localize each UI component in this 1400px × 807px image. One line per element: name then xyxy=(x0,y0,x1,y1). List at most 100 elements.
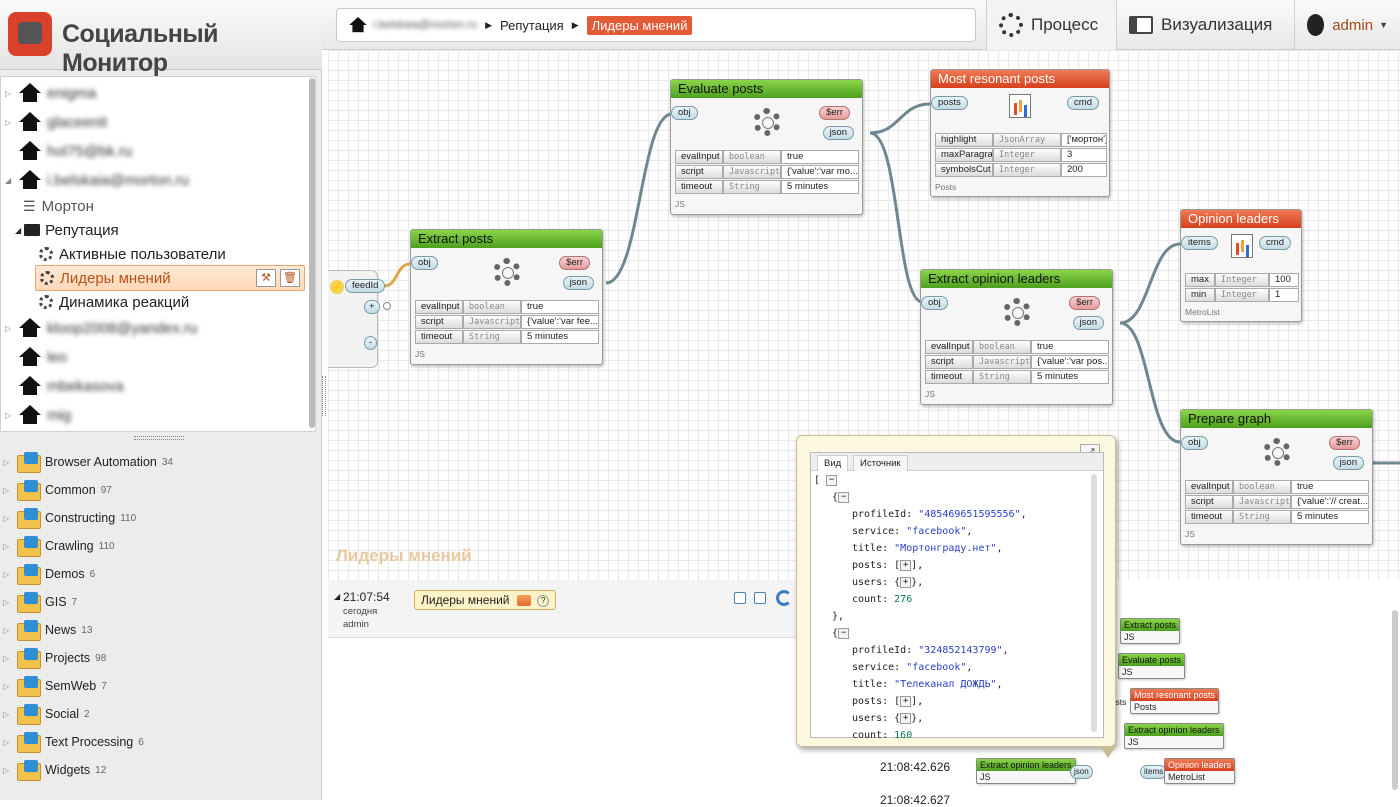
help-icon[interactable]: ? xyxy=(537,594,550,607)
tree-item-user[interactable]: mbekasova xyxy=(1,373,301,399)
tree-item-active-users[interactable]: Активные пользователи xyxy=(1,241,301,267)
tree-item-user[interactable]: leo xyxy=(1,344,301,370)
tree-item-reaction-dynamics[interactable]: Динамика реакций xyxy=(1,289,301,315)
tab-source[interactable]: Источник xyxy=(853,455,908,471)
history-tag[interactable]: Лидеры мнений ? xyxy=(414,590,557,610)
collapse-toggle[interactable]: − xyxy=(838,491,850,503)
collapse-triangle-icon[interactable]: ◢ xyxy=(334,592,341,601)
expand-toggle[interactable]: + xyxy=(900,712,912,724)
tree-item-reputation[interactable]: ◢Репутация xyxy=(15,221,119,239)
history-entry[interactable]: ◢ 21:07:54 сегодня admin Лидеры мнений ? xyxy=(328,580,800,638)
visualization-tab[interactable]: Визуализация xyxy=(1116,0,1294,50)
expand-toggle[interactable]: + xyxy=(900,695,912,707)
user-menu[interactable]: admin ▼ xyxy=(1294,0,1400,50)
tree-item-user-expanded[interactable]: ◢i.belskaia@morton.ru xyxy=(5,170,189,189)
expand-all-icon[interactable] xyxy=(734,592,746,604)
error-port[interactable]: $err xyxy=(1329,436,1360,450)
input-port-obj[interactable]: obj xyxy=(1181,436,1208,450)
output-port-json[interactable]: json xyxy=(562,276,594,290)
param-row[interactable]: maxParagraphInteger3 xyxy=(935,148,1107,162)
add-input-button[interactable]: + xyxy=(364,300,380,314)
canvas-drag-handle[interactable] xyxy=(322,376,326,416)
output-port-json[interactable]: json xyxy=(822,126,854,140)
input-port-posts[interactable]: posts xyxy=(931,96,968,110)
settings-tools-icon[interactable]: ⚒ xyxy=(256,269,276,287)
breadcrumb-user[interactable]: i.belskaia@morton.ru xyxy=(373,19,478,31)
output-port-cmd[interactable]: cmd xyxy=(1259,236,1291,250)
input-port-feed[interactable]: feedId xyxy=(345,279,386,293)
input-port-obj[interactable]: obj xyxy=(671,106,698,120)
tree-item-user[interactable]: ▷glaceenit xyxy=(5,112,108,131)
collapse-toggle[interactable]: − xyxy=(838,627,850,639)
tree-item-user[interactable]: ▷kloop2008@yandex.ru xyxy=(5,318,198,337)
tab-view[interactable]: Вид xyxy=(817,455,849,471)
process-tab[interactable]: Процесс xyxy=(986,0,1116,50)
expand-toggle[interactable]: + xyxy=(900,576,912,588)
home-icon[interactable] xyxy=(349,17,367,33)
remove-input-button[interactable]: - xyxy=(364,336,378,350)
expand-toggle[interactable]: + xyxy=(900,559,912,571)
tree-item-opinion-leaders[interactable]: Лидеры мнений ⚒ 🗑 xyxy=(35,265,305,291)
trash-icon[interactable]: 🗑 xyxy=(280,269,300,287)
tree-item-user[interactable]: hol75@bk.ru xyxy=(1,138,301,164)
log-scrollbar[interactable] xyxy=(1392,610,1398,790)
input-port-obj[interactable]: obj xyxy=(921,296,948,310)
splitter-handle[interactable] xyxy=(134,436,184,440)
error-port[interactable]: $err xyxy=(1069,296,1100,310)
error-port[interactable]: $err xyxy=(819,106,850,120)
tree-item-user[interactable]: ▷mig xyxy=(5,405,72,424)
breadcrumb-section[interactable]: Репутация xyxy=(500,17,564,33)
collapse-toggle[interactable]: − xyxy=(826,474,838,486)
tree-item-user[interactable]: ▷enigma xyxy=(5,83,97,102)
output-port-json[interactable]: json xyxy=(1072,316,1104,330)
output-port-json[interactable]: json xyxy=(1332,456,1364,470)
app-logo[interactable]: Социальный Монитор xyxy=(0,0,322,77)
refresh-icon[interactable] xyxy=(776,590,792,606)
output-port-cmd[interactable]: cmd xyxy=(1067,96,1099,110)
tree-scrollbar[interactable] xyxy=(309,78,315,428)
port-dot[interactable] xyxy=(383,302,391,310)
node-extract-opinion-leaders[interactable]: Extract opinion leaders obj $err json ev… xyxy=(920,269,1113,405)
input-port-items[interactable]: items xyxy=(1181,236,1218,250)
collapse-all-icon[interactable] xyxy=(754,592,766,604)
json-scrollbar[interactable] xyxy=(1091,474,1097,732)
